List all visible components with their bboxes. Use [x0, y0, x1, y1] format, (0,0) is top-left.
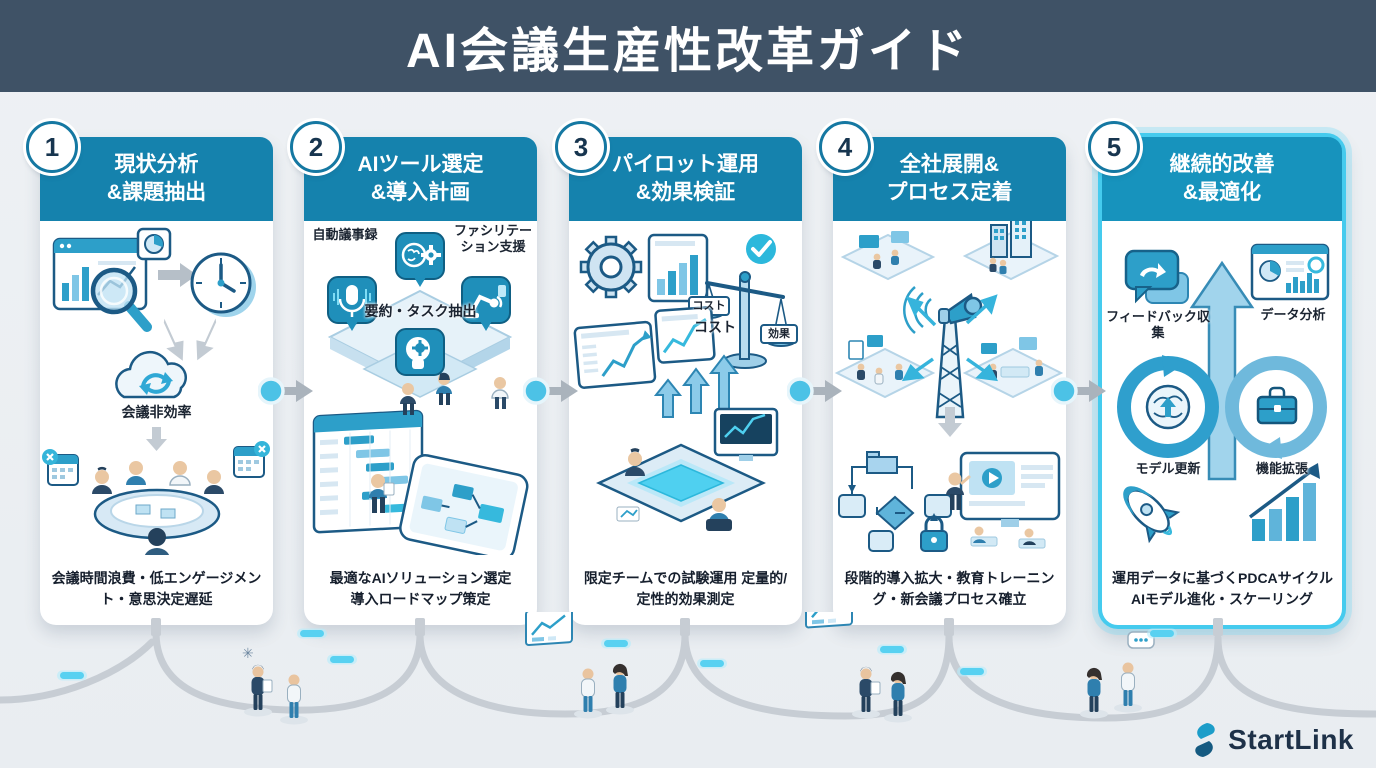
step-caption: 段階的導入拡大・教育トレーニング・新会議プロセス確立 — [844, 570, 1055, 607]
dept-platform-buildings — [962, 221, 1060, 281]
people-illustration: ✳ — [242, 612, 1155, 725]
converge-arrows — [163, 318, 217, 361]
cost-label: コスト — [694, 319, 736, 335]
brand-logo: StartLink — [1190, 722, 1354, 758]
cost-tag-label: コスト — [692, 300, 726, 312]
step-caption: 会議時間浪費・低エンゲージメント・意思決定遅延 — [51, 570, 262, 607]
rocket-icon — [1123, 486, 1181, 544]
line-chart-panel — [573, 320, 657, 389]
facilitation-label: ファシリテーション支援 — [453, 223, 532, 255]
pie-panel-icon — [136, 227, 172, 261]
pilot-table-scene — [596, 407, 779, 531]
step-number-badge: 1 — [26, 121, 78, 173]
footer-decoration: ✳ — [0, 612, 1376, 725]
step-title: AIツール選定 &導入計画 — [304, 137, 537, 221]
header-bar: AI会議生産性改革ガイド — [0, 0, 1376, 92]
step-number-badge: 4 — [819, 121, 871, 173]
dept-platform-team — [834, 335, 936, 399]
brain-icon — [1145, 384, 1191, 430]
step-card-1: 1 現状分析 &課題抽出 — [26, 121, 273, 625]
step-caption: 限定チームでの試験運用 定量的/定性的効果測定 — [583, 570, 788, 607]
dept-platform-meeting — [840, 231, 936, 281]
step-title: 継続的改善 &最適化 — [1102, 137, 1342, 221]
model-update-label: モデル更新 — [1135, 461, 1201, 476]
step-card-5: 5 継続的改善 &最適化 — [1088, 121, 1346, 629]
people-at-table — [92, 461, 224, 555]
auto-minutes-label: 自動議事録 — [312, 227, 378, 242]
step-title: 現状分析 &課題抽出 — [40, 137, 273, 221]
step-title: 全社展開& プロセス定着 — [833, 137, 1066, 221]
step-card-2: 2 AIツール選定 &導入計画 — [290, 121, 537, 625]
roadmap-tablet — [399, 453, 529, 555]
people-illustration — [369, 372, 509, 513]
flow-arrow-1-2 — [258, 377, 313, 405]
dept-platform-desks — [962, 337, 1064, 399]
cloud-label: 会議非効率 — [121, 404, 192, 420]
step-title: パイロット運用 &効果検証 — [569, 137, 802, 221]
step-caption: 最適なAIソリューション選定 導入ロードマップ策定 — [329, 570, 512, 607]
effect-tag-label: 効果 — [768, 328, 790, 340]
briefcase-icon — [1256, 386, 1298, 425]
brain-gear-tile — [395, 232, 445, 287]
step-number-badge: 2 — [290, 121, 342, 173]
connector-roads — [0, 628, 1376, 722]
step2-illustration: 自動議事録 ファシリテーション支援 要約・タスク抽出 — [304, 221, 537, 555]
sync-cloud-icon — [115, 350, 187, 399]
clock-icon — [190, 252, 256, 317]
step-caption: 運用データに基づくPDCAサイクル AIモデル進化・スケーリング — [1112, 570, 1333, 607]
step-card-3: 3 パイロット運用 &効果検証 — [555, 121, 802, 625]
process-flowchart — [838, 451, 952, 552]
check-circle-icon — [746, 234, 776, 264]
sparkle-icon: ✳ — [242, 645, 254, 661]
step4-art — [834, 221, 1064, 552]
page-title: AI会議生産性改革ガイド — [405, 25, 970, 78]
step5-art — [1117, 243, 1330, 544]
lock-icon — [920, 515, 948, 552]
flow-arrow-2-3 — [523, 377, 578, 405]
magnifier-icon — [90, 267, 152, 332]
dashboard-monitor-icon — [713, 407, 779, 461]
step1-illustration: 会議非効率 — [40, 221, 273, 555]
step-number-badge: 5 — [1088, 121, 1140, 173]
step4-illustration — [833, 221, 1066, 555]
step-card-4: 4 全社展開& プロセス定着 — [819, 121, 1066, 625]
growth-chart-icon — [1248, 463, 1320, 541]
startlink-logo-icon — [1195, 723, 1215, 757]
pdca-infinity-loop — [1117, 355, 1327, 459]
line-chart-panel — [654, 306, 716, 364]
brand-name: StartLink — [1228, 724, 1354, 755]
flow-arrow-3-4 — [787, 377, 842, 405]
feedback-bubbles-icon — [1124, 249, 1189, 304]
head-gear-tile — [395, 328, 445, 376]
training-scene — [946, 451, 1061, 549]
flow-arrow-4-5 — [1051, 377, 1106, 405]
robot-arm-tile — [461, 276, 511, 331]
feature-expansion-label: 機能拡張 — [1255, 461, 1308, 476]
step-number-badge: 3 — [555, 121, 607, 173]
arrow-right-icon — [158, 263, 197, 287]
up-arrow-big — [1189, 260, 1255, 481]
data-analysis-panel-icon — [1250, 243, 1330, 301]
bar-chart-panel — [647, 233, 709, 303]
growth-arrows — [653, 354, 740, 418]
arrow-down-icon — [938, 407, 962, 437]
microphone-tile — [327, 276, 377, 331]
step1-art — [42, 227, 270, 555]
arrow-down-icon — [146, 427, 167, 451]
broadcast-arrows — [901, 294, 999, 382]
step3-illustration: コスト 効果 コスト — [569, 221, 802, 555]
summary-task-label: 要約・タスク抽出 — [364, 303, 477, 319]
card-stubs — [151, 618, 1223, 636]
step2-art — [312, 232, 529, 555]
gear-icon — [579, 235, 643, 299]
data-analysis-label: データ分析 — [1260, 307, 1326, 322]
megaphone-icon — [938, 292, 983, 325]
step5-illustration: フィードバック収集 データ分析 モデル更新 機能拡張 — [1102, 221, 1342, 555]
calendar-x-icon — [42, 449, 79, 486]
step3-art — [573, 233, 799, 531]
feedback-label: フィードバック収集 — [1106, 309, 1210, 341]
calendar-x-icon — [233, 441, 270, 478]
meeting-table-scene — [92, 461, 224, 555]
